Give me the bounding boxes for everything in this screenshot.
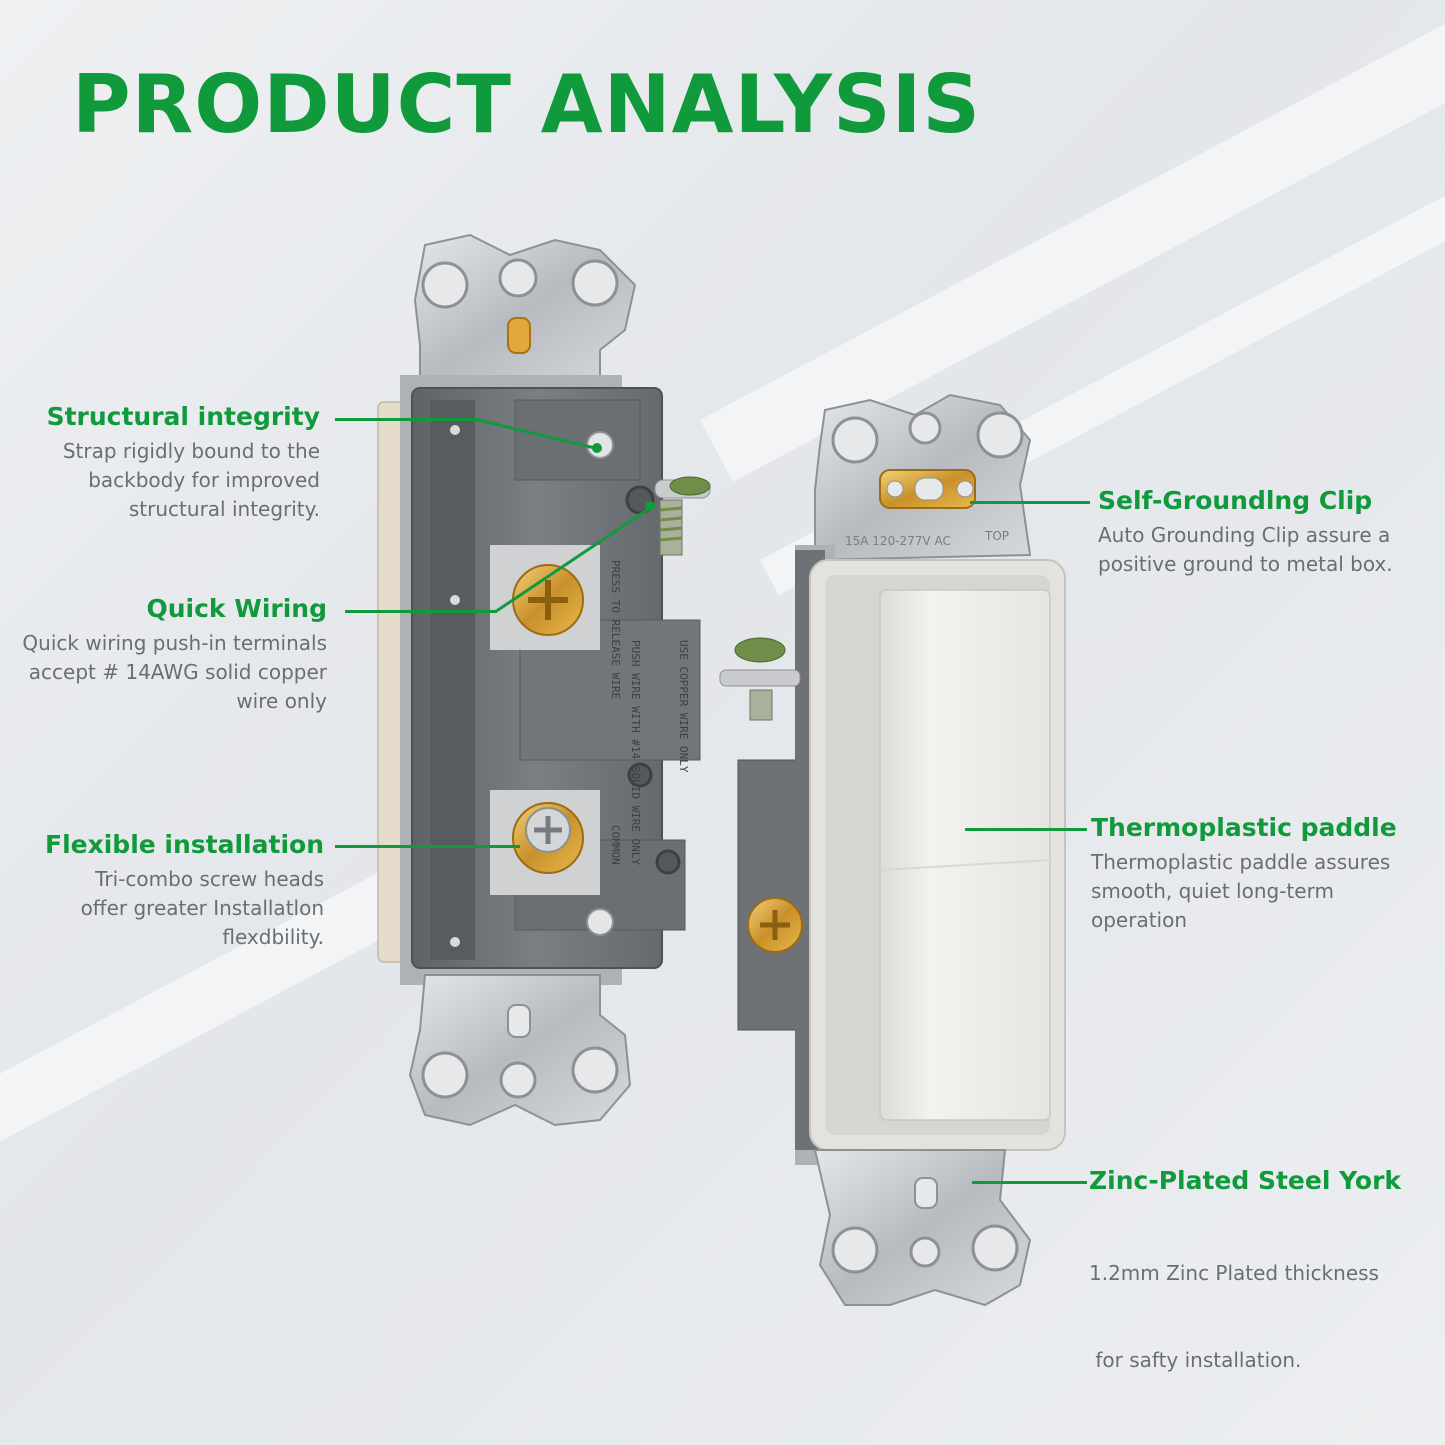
svg-text:COMMON: COMMON xyxy=(609,825,622,865)
leader-pointers xyxy=(477,418,655,614)
callout-heading: Quick Wiring xyxy=(146,594,327,623)
svg-text:PUSH WIRE WITH #14 SOLID WIRE: PUSH WIRE WITH #14 SOLID WIRE ONLY xyxy=(629,640,642,866)
ground-screw-back xyxy=(654,476,711,556)
leader-flexible-installation xyxy=(335,845,520,848)
leader-grounding-clip xyxy=(970,501,1090,504)
callout-body: 1.2mm Zinc Plated thickness for safty in… xyxy=(1089,1261,1379,1372)
leader-quick-wiring xyxy=(345,610,497,613)
page-title: PRODUCT ANALYSIS xyxy=(72,58,981,151)
strap-top-ear xyxy=(413,233,637,386)
strap-top-ear-front: 15A 120-277V AC TOP xyxy=(814,393,1032,562)
leader-paddle xyxy=(965,828,1087,831)
callout-heading: Flexible installation xyxy=(45,830,324,859)
callout-structural-integrity: Structural integrity Strap rigidly bound… xyxy=(0,402,320,524)
leader-structural-integrity xyxy=(335,418,480,421)
strap-bottom-ear xyxy=(408,974,632,1127)
callout-heading: Zinc-Plated Steel York xyxy=(1089,1166,1402,1195)
switch-back-view: PRESS TO RELEASE WIRE PUSH WIRE WITH #14… xyxy=(377,233,711,1127)
callout-heading: Self-Groundlng Clip xyxy=(1098,486,1373,515)
svg-text:USE COPPER WIRE ONLY: USE COPPER WIRE ONLY xyxy=(677,640,690,773)
callout-heading: Structural integrity xyxy=(46,402,320,431)
svg-text:15A 120-277V AC: 15A 120-277V AC xyxy=(845,534,951,548)
switch-front-view: 15A 120-277V AC TOP xyxy=(719,393,1066,1307)
callout-heading: Thermoplastic paddle xyxy=(1091,813,1397,842)
callout-body: Thermoplastic paddle assures smooth, qui… xyxy=(1091,850,1391,932)
callout-thermoplastic-paddle: Thermoplastic paddle Thermoplastic paddl… xyxy=(1091,813,1431,935)
ground-screw-front xyxy=(719,637,801,721)
thermoplastic-paddle xyxy=(879,589,1051,1121)
strap-bottom-ear-front xyxy=(813,1149,1032,1307)
callout-body: Auto Grounding Clip assure a positive gr… xyxy=(1098,523,1393,576)
callout-zinc-plated-steel-york: Zinc-Plated Steel York 1.2mm Zinc Plated… xyxy=(1089,1166,1434,1433)
svg-text:PRESS TO RELEASE WIRE: PRESS TO RELEASE WIRE xyxy=(609,560,622,699)
callout-body: Tri-combo screw heads offer greater Inst… xyxy=(80,867,324,949)
callout-quick-wiring: Quick Wiring Quick wiring push-in termin… xyxy=(0,594,327,716)
callout-self-grounding-clip: Self-Groundlng Clip Auto Grounding Clip … xyxy=(1098,486,1428,579)
callout-body: Quick wiring push-in terminals accept # … xyxy=(22,631,327,713)
svg-text:TOP: TOP xyxy=(984,529,1009,543)
leader-steel-york xyxy=(972,1181,1087,1184)
callout-body: Strap rigidly bound to the backbody for … xyxy=(62,439,320,521)
callout-flexible-installation: Flexible installation Tri-combo screw he… xyxy=(4,830,324,952)
